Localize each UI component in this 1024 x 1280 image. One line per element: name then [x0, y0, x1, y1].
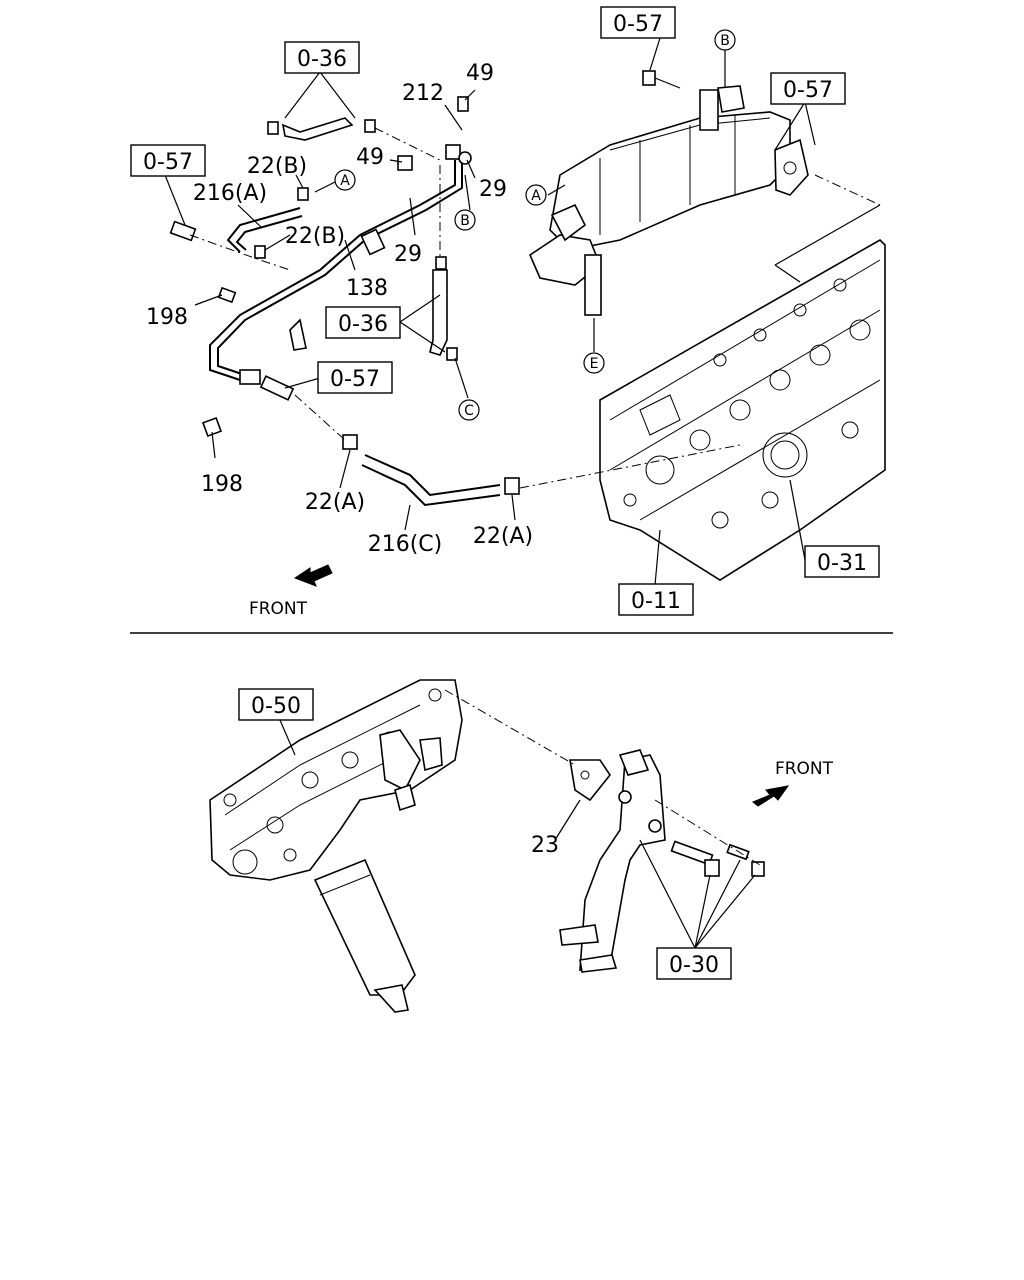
- dash-lines-bottom: [444, 689, 761, 866]
- circle-ref-b-top: B: [714, 29, 736, 51]
- hose-216a: [226, 207, 303, 253]
- hose-lower-036: [429, 256, 458, 361]
- circle-ref-b-mid: B: [454, 209, 476, 231]
- part-22a-left: 22(A): [305, 490, 365, 515]
- bolt-cooler-top: [642, 70, 681, 89]
- ref-box-036-mid[interactable]: 0-36: [325, 306, 401, 339]
- part-49-mid: 49: [356, 145, 384, 170]
- svg-text:0-57: 0-57: [613, 12, 663, 37]
- part-198-bottom: 198: [201, 472, 243, 497]
- circle-ref-e: E: [583, 352, 605, 374]
- part-216c: 216(C): [368, 532, 443, 557]
- part-198-top: 198: [146, 305, 188, 330]
- egr-cooler: [528, 85, 809, 316]
- circle-ref-a-left: A: [334, 169, 356, 191]
- part-23: 23: [531, 833, 559, 858]
- ref-box-011[interactable]: 0-11: [618, 583, 694, 616]
- svg-text:0-57: 0-57: [330, 367, 380, 392]
- leader-lines-bottom: [279, 719, 756, 949]
- circle-ref-a-right: A: [525, 184, 547, 206]
- front-label-bottom: FRONT: [775, 759, 834, 779]
- ref-box-057-top[interactable]: 0-57: [600, 6, 676, 39]
- svg-text:B: B: [720, 33, 730, 49]
- ref-box-036-top[interactable]: 0-36: [284, 41, 360, 74]
- pipe-138: [209, 144, 463, 385]
- svg-text:0-31: 0-31: [817, 551, 867, 576]
- water-pipe: [559, 749, 666, 973]
- svg-text:A: A: [340, 173, 350, 189]
- svg-text:0-50: 0-50: [251, 694, 301, 719]
- svg-text:0-11: 0-11: [631, 589, 681, 614]
- part-22a-right: 22(A): [473, 524, 533, 549]
- svg-text:0-57: 0-57: [783, 78, 833, 103]
- oil-filter-housing: [209, 679, 463, 1013]
- circle-ref-c: C: [458, 399, 480, 421]
- cylinder-head: [599, 239, 886, 581]
- hose-upper-036: [267, 117, 376, 141]
- part-138: 138: [346, 276, 388, 301]
- part-22b-2: 22(B): [285, 224, 345, 249]
- svg-text:B: B: [460, 213, 470, 229]
- part-212: 212: [402, 81, 444, 106]
- svg-text:C: C: [464, 403, 474, 419]
- svg-text:A: A: [531, 188, 541, 204]
- ref-box-031[interactable]: 0-31: [804, 545, 880, 578]
- hose-216c: [342, 434, 520, 507]
- leader-lines-top: [164, 37, 816, 586]
- ref-box-057-left[interactable]: 0-57: [130, 144, 206, 177]
- svg-text:0-36: 0-36: [297, 47, 347, 72]
- part-49-top: 49: [466, 61, 494, 86]
- front-arrow-icon-top: [293, 564, 333, 587]
- front-label-top: FRONT: [249, 599, 308, 619]
- dash-lines-top: [189, 127, 741, 489]
- svg-text:0-57: 0-57: [143, 150, 193, 175]
- bolts-030: [670, 840, 765, 877]
- svg-text:0-36: 0-36: [338, 312, 388, 337]
- ref-box-057-mid[interactable]: 0-57: [317, 361, 393, 394]
- ref-box-030[interactable]: 0-30: [656, 947, 732, 980]
- ref-box-050[interactable]: 0-50: [238, 688, 314, 721]
- part-22b-1: 22(B): [247, 154, 307, 179]
- front-arrow-icon-bottom: [752, 785, 790, 807]
- part-29-mid: 29: [394, 242, 422, 267]
- svg-text:E: E: [590, 356, 599, 372]
- ref-box-057-right[interactable]: 0-57: [770, 72, 846, 105]
- part-216a: 216(A): [193, 181, 267, 206]
- part-29-right: 29: [479, 177, 507, 202]
- svg-text:0-30: 0-30: [669, 953, 719, 978]
